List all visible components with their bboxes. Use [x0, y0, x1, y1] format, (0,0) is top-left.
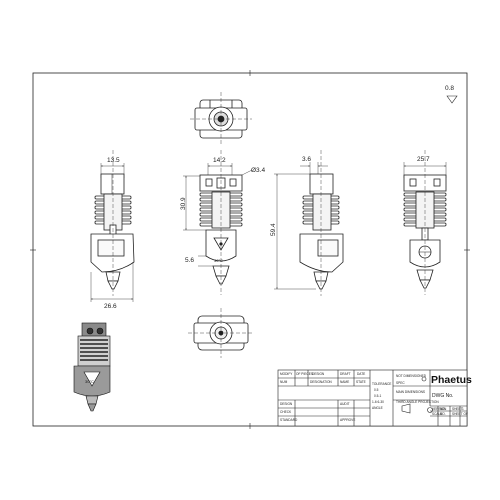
- bottom-view: [188, 308, 254, 358]
- version-label: VERSION: [432, 407, 447, 411]
- front-view: [90, 150, 135, 302]
- side-body-label: 30°C: [214, 258, 223, 263]
- note-spec: SPEC: [396, 381, 405, 385]
- surface-finish-value: 0.8: [445, 85, 454, 92]
- third-angle-label: THIRD ANGLE PROJECTION: [396, 400, 439, 404]
- dim-side-dia: Ø3.4: [251, 167, 265, 174]
- tb-name: NAME: [340, 380, 349, 384]
- version-sheet-num: 1: [462, 407, 464, 411]
- scale-no: NO.: [440, 412, 446, 416]
- tolerance-3: 1-6 6-30: [372, 400, 384, 404]
- iso-body-label: 30°C: [85, 379, 94, 384]
- isometric-view: [73, 322, 111, 412]
- tolerance-angle: ANGLE: [372, 406, 383, 410]
- tb-left-check: CHECK: [280, 410, 292, 414]
- tolerance-1: 0.5: [374, 388, 379, 392]
- dim-third-top: 3.6: [302, 156, 311, 163]
- dim-side-low: 5.6: [185, 257, 194, 264]
- right-view: [403, 150, 447, 295]
- tb-design: DESIGN: [312, 372, 325, 376]
- dim-overall-height: 59.4: [270, 223, 277, 236]
- tb-approve: APPROVE: [340, 418, 355, 422]
- dim-front-width: 13.5: [107, 157, 120, 164]
- tb-audit: AUDIT: [340, 402, 350, 406]
- dim-front-base: 26.6: [104, 303, 117, 310]
- tb-modify: MODIFY: [280, 372, 293, 376]
- surface-finish-symbol: 0.8: [445, 85, 458, 104]
- note-main-dimensions: MAIN DIMENSIONS: [396, 390, 425, 394]
- version-no: NO.: [440, 407, 446, 411]
- scale-label: SCALE: [432, 412, 442, 416]
- side-view: [183, 150, 253, 295]
- scale-sheet-of: SHEET OF: [452, 412, 468, 416]
- tb-left-standard: STANDARD: [280, 418, 298, 422]
- company-logo: Phaetus: [431, 374, 472, 386]
- tolerance-2: 0.5-1: [374, 394, 381, 398]
- tb-pieces: OF PIECES: [296, 372, 313, 376]
- dwg-number-label: DWG No.: [432, 393, 453, 399]
- dim-side-top: 14.2: [213, 157, 226, 164]
- version-sheet: SHEET: [452, 407, 463, 411]
- tb-state: STATE: [356, 380, 366, 384]
- top-view: [190, 92, 252, 146]
- tolerance-label: TOLERANCE: [372, 382, 391, 386]
- dim-side-height: 30.9: [180, 197, 187, 210]
- note-not-dimensioned: NOT DIMENSIONED: [396, 374, 427, 378]
- tb-num: NUM: [280, 380, 288, 384]
- title-block: [277, 369, 468, 427]
- third-view: [274, 150, 344, 296]
- tb-left-design: DESIGN: [280, 402, 293, 406]
- tb-designation: DESIGNATION: [310, 380, 332, 384]
- dim-right-top: 25.7: [417, 156, 430, 163]
- tb-draft: DRAFT: [340, 372, 351, 376]
- tb-date: DATE: [357, 372, 365, 376]
